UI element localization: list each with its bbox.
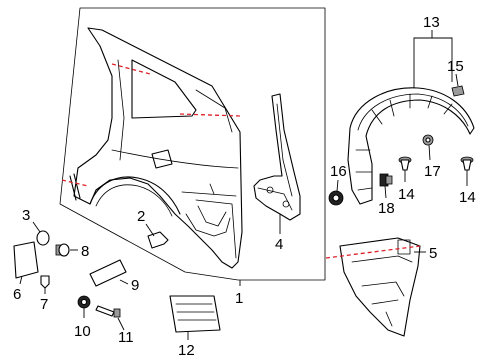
bracket-part-2: [147, 231, 169, 249]
nut-part-10: [77, 295, 91, 309]
leader-2: [145, 223, 155, 237]
callout-13: 13: [423, 14, 440, 31]
clip-part-17: [422, 134, 434, 146]
clip-part-15: [451, 85, 465, 97]
leader-13: [413, 30, 453, 88]
leader-15: [455, 73, 459, 87]
callout-11: 11: [118, 329, 134, 346]
callout-8: 8: [81, 243, 89, 260]
callout-1: 1: [235, 290, 243, 307]
quarter-panel: [69, 27, 243, 269]
callout-14b: 14: [459, 189, 476, 206]
clip-part-7: [40, 275, 50, 289]
section-cut-lower: [61, 179, 89, 187]
callout-18: 18: [378, 200, 395, 217]
section-cut-middle: [179, 113, 241, 117]
callout-4: 4: [275, 236, 283, 253]
section-cut-inner-panel: [325, 245, 421, 259]
panel-assembly-frame: [59, 7, 326, 281]
leader-3: [32, 221, 41, 233]
leader-9: [119, 279, 129, 285]
callout-7: 7: [40, 296, 48, 313]
fuel-door-part-6: [13, 241, 39, 279]
nut-part-16: [328, 190, 344, 206]
leader-18: [384, 185, 387, 199]
inner-quarter-panel: [339, 237, 421, 337]
leader-17: [428, 144, 431, 161]
plug-part-3: [36, 230, 50, 246]
callout-10: 10: [74, 323, 91, 340]
grommet-part-8: [55, 243, 70, 257]
inner-reinforcement: [253, 93, 301, 221]
push-pin-part-14a: [398, 156, 412, 171]
leader-11: [117, 317, 125, 331]
housing-part-9: [89, 259, 127, 287]
callout-3: 3: [22, 207, 30, 224]
vent-grille-part-12: [169, 295, 221, 333]
callout-9: 9: [131, 277, 139, 294]
leader-6: [19, 275, 23, 285]
callout-14a: 14: [398, 186, 415, 203]
leader-16: [336, 179, 339, 192]
callout-12: 12: [178, 342, 195, 359]
callout-5: 5: [429, 245, 437, 262]
callout-17: 17: [424, 163, 441, 180]
push-pin-part-14b: [460, 156, 474, 171]
callout-6: 6: [13, 286, 21, 303]
callout-2: 2: [137, 208, 145, 225]
callout-16: 16: [330, 163, 347, 180]
wheelhouse-liner: [347, 87, 475, 205]
screw-part-11: [95, 305, 121, 318]
callout-15: 15: [447, 58, 464, 75]
grommet-part-18: [379, 173, 393, 187]
